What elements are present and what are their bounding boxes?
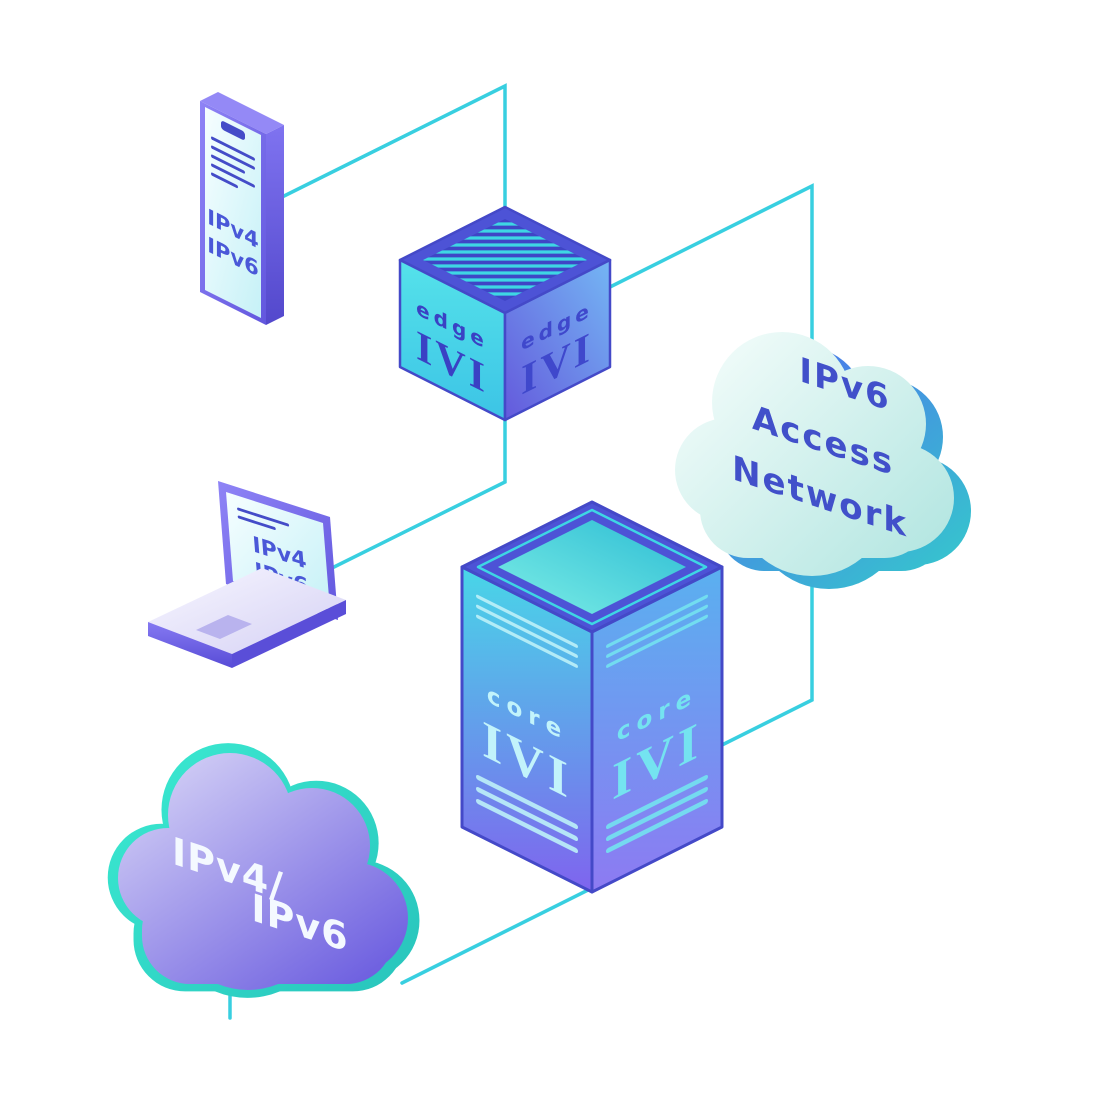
access-cloud-body <box>675 332 954 576</box>
core-box-top-panel <box>498 520 686 614</box>
ipv6-access-cloud: IPv6 Access Network <box>675 332 971 589</box>
laptop-base-edge-left <box>148 622 232 668</box>
laptop-device: IPv4 IPv6 <box>148 481 346 668</box>
core-right-bottom-vents <box>606 774 708 854</box>
laptop-trackpad <box>196 615 252 639</box>
core-left-bottom-vents <box>476 774 578 854</box>
connector-line-core-to-transit-cloud <box>400 886 594 985</box>
laptop-base-top <box>148 568 346 654</box>
phone-top-face <box>200 92 284 134</box>
phone-screen-text-lines <box>211 136 255 189</box>
edge-cube-right-face <box>503 258 612 422</box>
phone-side-face <box>266 125 284 325</box>
transit-cloud-body <box>118 753 408 990</box>
core-box-top-ring <box>476 508 708 626</box>
laptop-base-edge-right <box>232 600 346 668</box>
ipv4-ipv6-cloud: IPv4/ IPv6 <box>107 743 420 998</box>
core-right-top-vents <box>606 594 708 668</box>
phone-notch <box>221 121 245 140</box>
smartphone-device: IPv4 IPv6 <box>200 92 284 325</box>
core-router-box: core IVI core IVI <box>460 500 724 894</box>
edge-router-cube: edge IVI edge IVI <box>398 205 612 422</box>
laptop-screen-text-lines <box>237 507 290 530</box>
core-left-top-vents <box>476 594 578 668</box>
